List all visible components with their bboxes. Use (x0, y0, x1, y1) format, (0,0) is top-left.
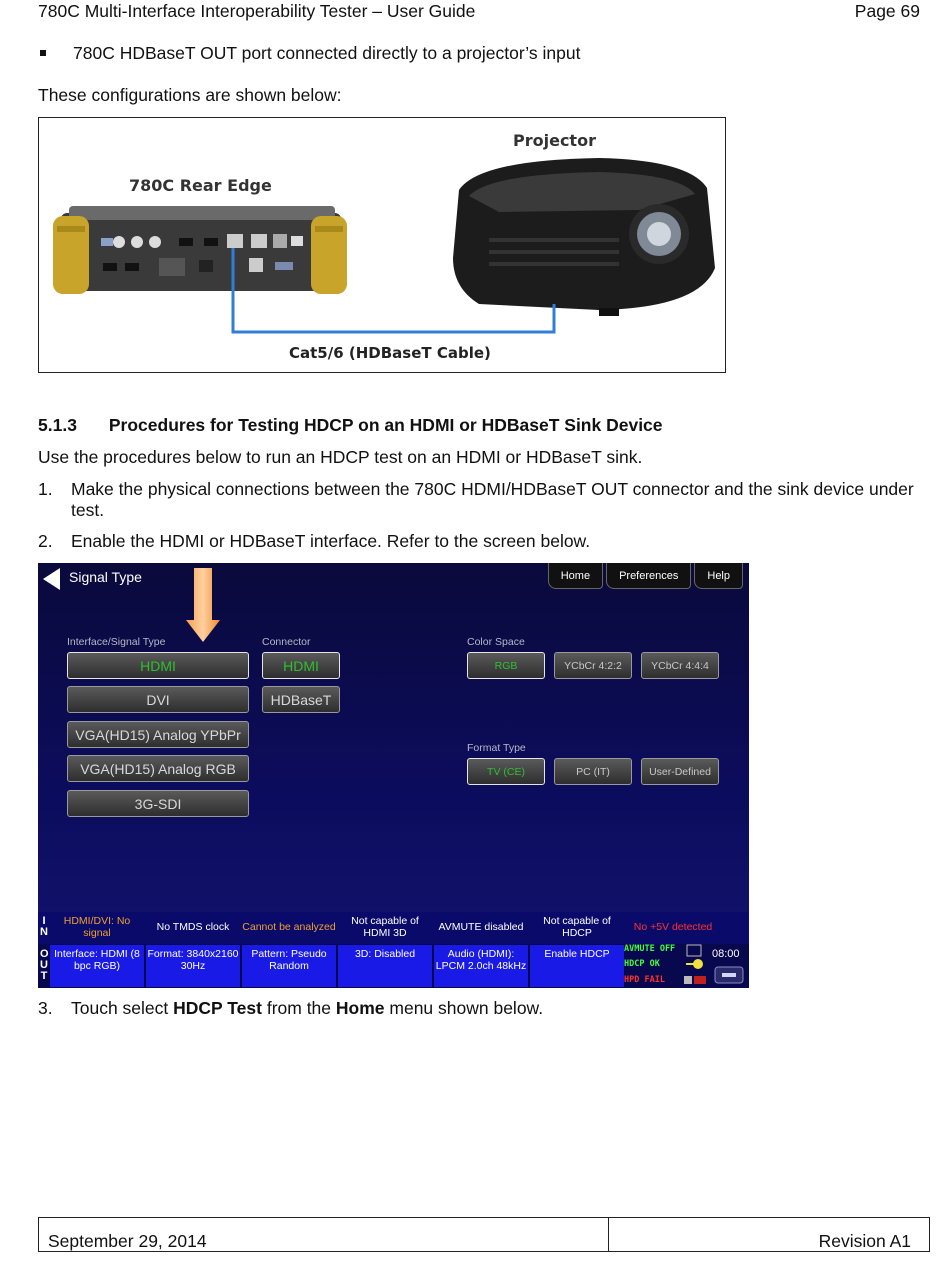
step-text: Make the physical connections between th… (71, 479, 914, 520)
colorspace-ycbcr422-button[interactable]: YCbCr 4:2:2 (554, 652, 632, 679)
hdcp-indicator: HDCP OK (624, 959, 660, 969)
interface-vga-rgb-button[interactable]: VGA(HD15) Analog RGB (67, 755, 249, 782)
pointer-arrow-icon (186, 568, 220, 642)
out-enable-hdcp-button[interactable]: Enable HDCP (530, 945, 625, 987)
top-tabs: Home Preferences Help (547, 563, 743, 589)
in-status-hdcp: Not capable of HDCP (543, 915, 611, 939)
interface-vga-ypbpr-button[interactable]: VGA(HD15) Analog YPbPr (67, 721, 249, 748)
document-title: 780C Multi-Interface Interoperability Te… (38, 1, 476, 21)
out-interface-button[interactable]: Interface: HDMI (8 bpc RGB) (50, 945, 145, 987)
format-type-label: Format Type (467, 742, 526, 754)
svg-text:780C Rear Edge: 780C Rear Edge (129, 176, 272, 195)
back-arrow-icon[interactable] (43, 568, 60, 590)
section-intro: Use the procedures below to run an HDCP … (38, 447, 643, 467)
bullet-item: 780C HDBaseT OUT port connected directly… (38, 43, 580, 64)
step-number: 1. (38, 479, 53, 499)
out-format-button[interactable]: Format: 3840x2160 30Hz (146, 945, 241, 987)
connector-hdbaset-button[interactable]: HDBaseT (262, 686, 340, 713)
format-pc-it-button[interactable]: PC (IT) (554, 758, 632, 785)
footer-revision: Revision A1 (818, 1231, 911, 1251)
home-term: Home (335, 998, 385, 1018)
hdcp-test-term: HDCP Test (173, 998, 262, 1018)
out-audio-button[interactable]: Audio (HDMI): LPCM 2.0ch 48kHz (434, 945, 529, 987)
signal-type-screen: Signal Type Home Preferences Help Interf… (38, 563, 749, 988)
tab-home[interactable]: Home (547, 563, 604, 589)
section-number: 5.1.3 (38, 415, 77, 435)
input-status-bar (38, 912, 749, 944)
page-footer: September 29, 2014 Revision A1 (38, 1217, 930, 1252)
in-status-tmds: No TMDS clock (156, 921, 230, 933)
step-item: 1. Make the physical connections between… (38, 479, 918, 521)
status-icons (684, 944, 706, 984)
interface-3g-sdi-button[interactable]: 3G-SDI (67, 790, 249, 817)
page-number: Page 69 (854, 1, 920, 21)
svg-text:Cat5/6 (HDBaseT Cable): Cat5/6 (HDBaseT Cable) (289, 344, 491, 362)
footer-divider (608, 1218, 609, 1251)
in-status-5v: No +5V detected (633, 921, 713, 933)
interface-label: Interface/Signal Type (67, 636, 166, 648)
footer-date: September 29, 2014 (48, 1231, 207, 1251)
bullet-text: 780C HDBaseT OUT port connected directly… (73, 43, 581, 63)
usb-icon[interactable] (714, 966, 744, 984)
device-780c-image: 780C Rear Edge (53, 176, 347, 294)
step-text: Enable the HDMI or HDBaseT interface. Re… (71, 531, 591, 551)
colorspace-rgb-button[interactable]: RGB (467, 652, 545, 679)
key-icon (693, 959, 703, 969)
section-heading: 5.1.3 Procedures for Testing HDCP on an … (38, 415, 663, 436)
connection-figure: 780C Rear Edge Projector Cat5/6 (HDBaseT… (38, 117, 726, 373)
step-item: 3. Touch select HDCP Test from the Home … (38, 998, 918, 1019)
out-pattern-button[interactable]: Pattern: Pseudo Random (242, 945, 337, 987)
clock-time: 08:00 (712, 948, 740, 960)
in-status-analyze: Cannot be analyzed (242, 921, 336, 933)
out-3d-button[interactable]: 3D: Disabled (338, 945, 433, 987)
step-number: 2. (38, 531, 53, 551)
colorspace-ycbcr444-button[interactable]: YCbCr 4:4:4 (641, 652, 719, 679)
bullet-square-icon (40, 50, 46, 56)
plug-icon (684, 976, 692, 984)
hpd-indicator: HPD FAIL (624, 975, 665, 985)
hdbaset-cable (231, 248, 556, 334)
projector-image: Projector (453, 131, 715, 316)
connector-hdmi-button[interactable]: HDMI (262, 652, 340, 679)
tab-preferences[interactable]: Preferences (606, 563, 692, 589)
in-status-3d: Not capable of HDMI 3D (351, 915, 419, 939)
in-status-avmute: AVMUTE disabled (438, 921, 524, 933)
format-tv-ce-button[interactable]: TV (CE) (467, 758, 545, 785)
svg-text:Projector: Projector (513, 131, 596, 150)
configurations-intro: These configurations are shown below: (38, 85, 342, 105)
color-space-label: Color Space (467, 636, 525, 648)
interface-dvi-button[interactable]: DVI (67, 686, 249, 713)
format-user-defined-button[interactable]: User-Defined (641, 758, 719, 785)
interface-hdmi-button[interactable]: HDMI (67, 652, 249, 679)
connector-label: Connector (262, 636, 311, 648)
avmute-indicator: AVMUTE OFF (624, 944, 676, 954)
step-number: 3. (38, 998, 53, 1018)
tab-help[interactable]: Help (694, 563, 743, 589)
section-title: Procedures for Testing HDCP on an HDMI o… (108, 415, 663, 435)
monitor-icon (686, 944, 702, 957)
connection-diagram: 780C Rear Edge Projector Cat5/6 (HDBaseT… (53, 131, 715, 362)
step-item: 2. Enable the HDMI or HDBaseT interface.… (38, 531, 918, 552)
in-status-signal: HDMI/DVI: No signal (63, 915, 131, 939)
step-text: Touch select HDCP Test from the Home men… (71, 998, 544, 1018)
screen-title: Signal Type (69, 569, 142, 585)
